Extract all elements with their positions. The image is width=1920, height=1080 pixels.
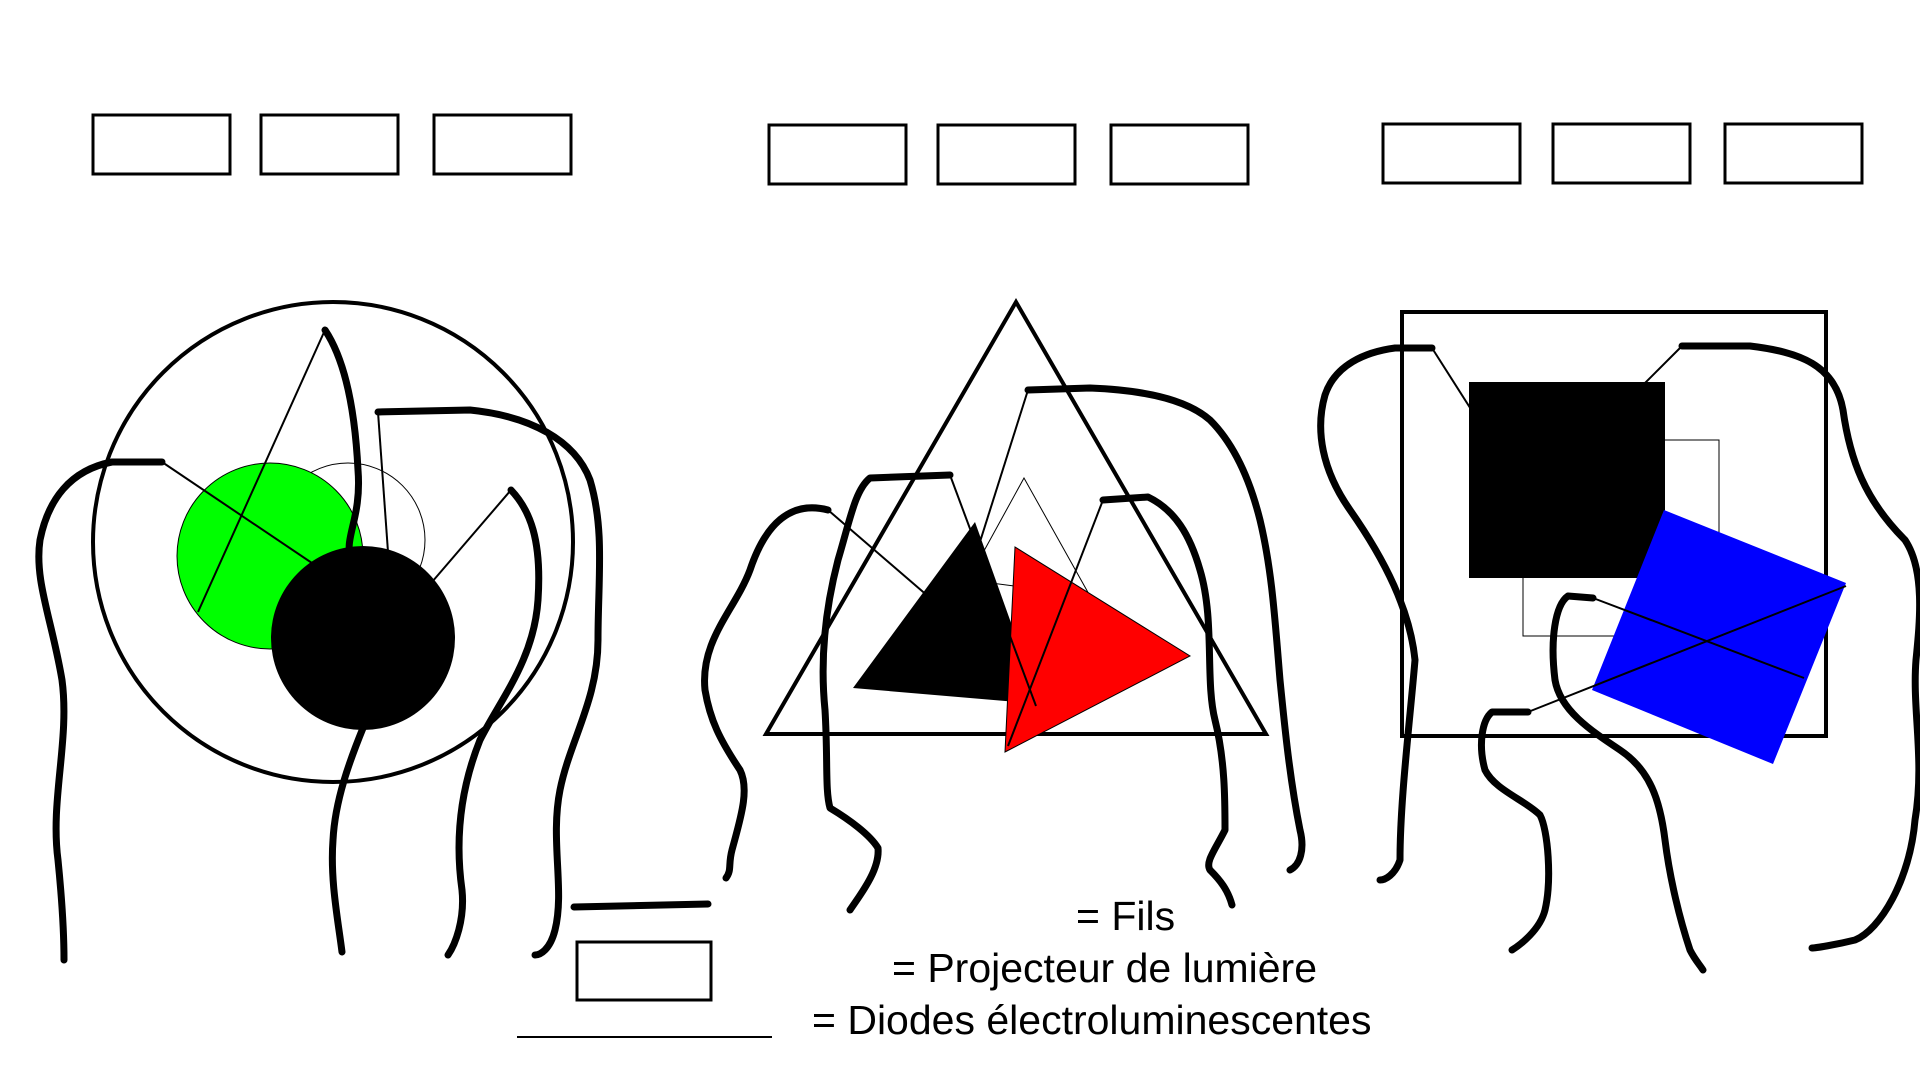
led-line xyxy=(949,474,1037,707)
projectors-group-2 xyxy=(767,123,1250,186)
red-triangle xyxy=(1004,546,1192,753)
wire xyxy=(1317,344,1436,884)
legend-wire-symbol xyxy=(570,900,712,911)
outer-square-outline xyxy=(1400,310,1828,738)
wire xyxy=(374,406,604,959)
projector xyxy=(432,113,573,176)
wire xyxy=(1477,708,1553,954)
led-lines-squares xyxy=(1431,345,1847,713)
outer-circle-outline xyxy=(91,300,575,784)
wire xyxy=(819,471,954,914)
led-line xyxy=(431,489,512,583)
legend-projector-label: = Projecteur de lumière xyxy=(892,945,1318,991)
wire xyxy=(1549,592,1707,974)
wire xyxy=(1024,384,1306,874)
legend-leds-label: = Diodes électroluminescentes xyxy=(812,997,1372,1043)
led-line xyxy=(377,411,389,553)
circle-installation xyxy=(35,300,604,964)
projector xyxy=(259,113,400,176)
wire xyxy=(1678,342,1920,952)
led-line xyxy=(1592,597,1805,679)
black-disc xyxy=(271,546,455,730)
led-line xyxy=(161,461,353,591)
triangle-installation xyxy=(701,298,1306,914)
projector xyxy=(1109,123,1250,186)
wire xyxy=(35,458,166,964)
led-line xyxy=(197,329,326,613)
wires-triangles xyxy=(701,384,1306,914)
projectors-group-1 xyxy=(91,113,573,176)
legend-wires-label: = Fils xyxy=(1076,893,1176,939)
projectors-group-3 xyxy=(1381,122,1864,185)
projector xyxy=(767,123,908,186)
projector xyxy=(1381,122,1522,185)
square-installation xyxy=(1317,310,1920,974)
projector xyxy=(1723,122,1864,185)
led-line xyxy=(1007,499,1104,747)
led-line xyxy=(1431,347,1475,415)
wire xyxy=(701,504,832,882)
led-lines-circles xyxy=(161,329,512,613)
projector xyxy=(936,123,1077,186)
wire xyxy=(1099,493,1236,909)
projector xyxy=(1551,122,1692,185)
legend-projector-symbol xyxy=(575,940,713,1002)
wire xyxy=(444,486,543,959)
wires-circles xyxy=(35,326,604,964)
led-line xyxy=(959,389,1029,606)
wire xyxy=(321,326,363,564)
wire xyxy=(328,724,367,956)
led-line xyxy=(1527,585,1847,713)
legend xyxy=(517,900,772,1038)
wires-squares xyxy=(1317,342,1920,974)
projector xyxy=(91,113,232,176)
black-square xyxy=(1469,382,1665,578)
led-line xyxy=(1644,345,1683,384)
